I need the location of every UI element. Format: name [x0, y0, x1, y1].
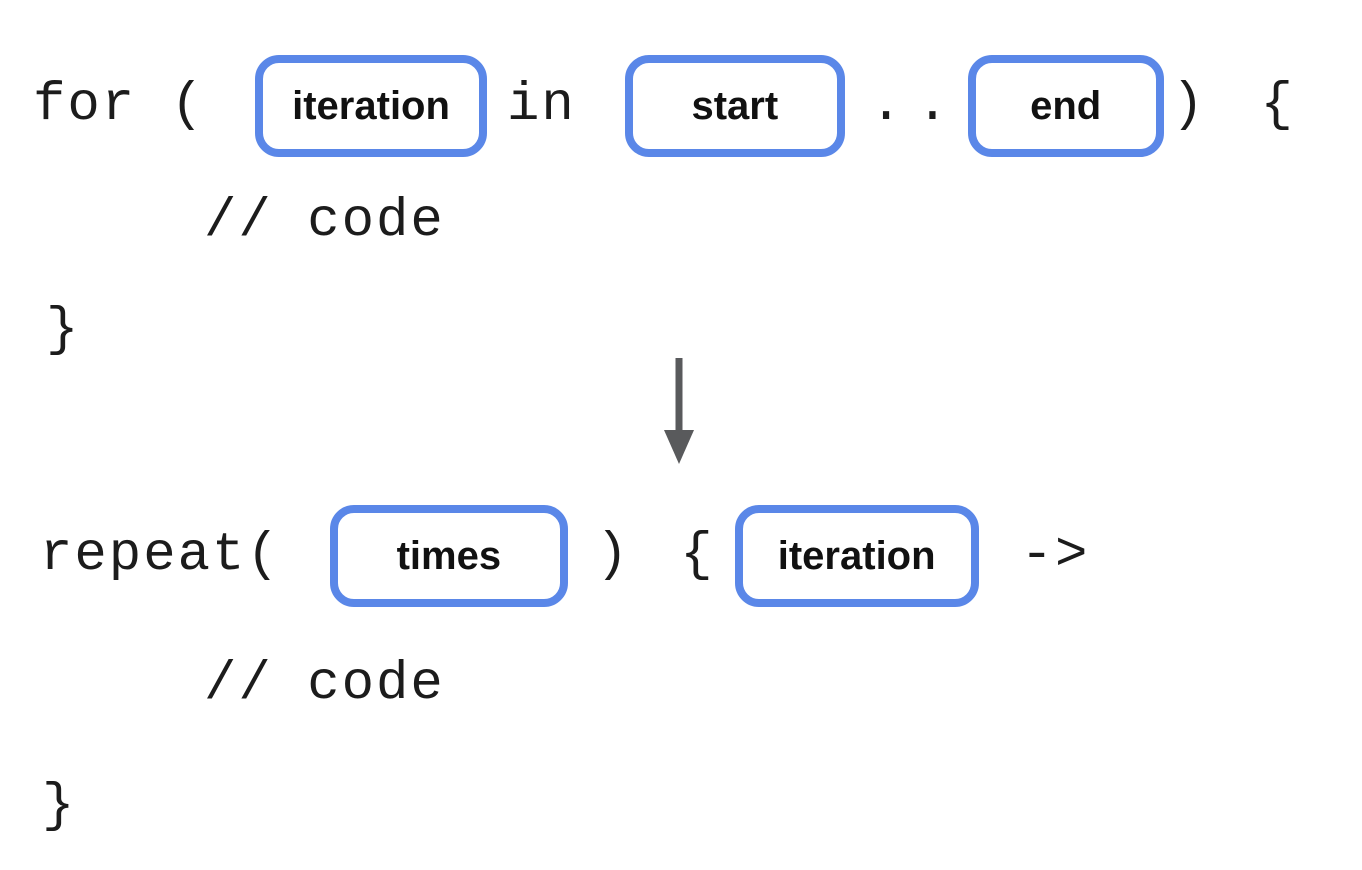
repeat-close-paren: ) [595, 525, 631, 586]
placeholder-end: end [967, 55, 1164, 157]
down-arrow-icon [664, 358, 694, 464]
for-closing-brace: } [46, 300, 81, 361]
repeat-closing-brace-line: } [42, 772, 76, 842]
repeat-body-comment: // code [204, 654, 445, 715]
repeat-closing-brace: } [42, 776, 77, 837]
for-line: for ( iteration in start .. end ) { [33, 55, 1295, 157]
repeat-keyword: repeat( [40, 525, 281, 586]
placeholder-end-label: end [1030, 83, 1102, 128]
lambda-arrow: -> [1020, 525, 1090, 586]
for-closing-brace-line: } [46, 296, 80, 366]
placeholder-iteration-label: iteration [292, 83, 450, 128]
placeholder-start: start [624, 55, 845, 157]
repeat-line: repeat( times ) { iteration -> [40, 505, 1089, 607]
repeat-body-comment-line: // code [204, 655, 445, 715]
placeholder-iteration-repeat-label: iteration [777, 533, 936, 578]
for-keyword: for ( [33, 75, 206, 136]
in-keyword: in [507, 75, 576, 136]
for-body-comment: // code [204, 191, 445, 252]
for-body-comment-line: // code [204, 192, 445, 252]
placeholder-times: times [329, 505, 568, 607]
placeholder-start-label: start [691, 83, 779, 128]
placeholder-iteration: iteration [255, 55, 488, 157]
range-operator: .. [869, 75, 963, 136]
placeholder-iteration-repeat: iteration [734, 505, 979, 607]
for-close-paren-open-brace: ) { [1171, 75, 1295, 136]
placeholder-times-label: times [396, 533, 502, 578]
repeat-open-brace: { [680, 525, 715, 586]
